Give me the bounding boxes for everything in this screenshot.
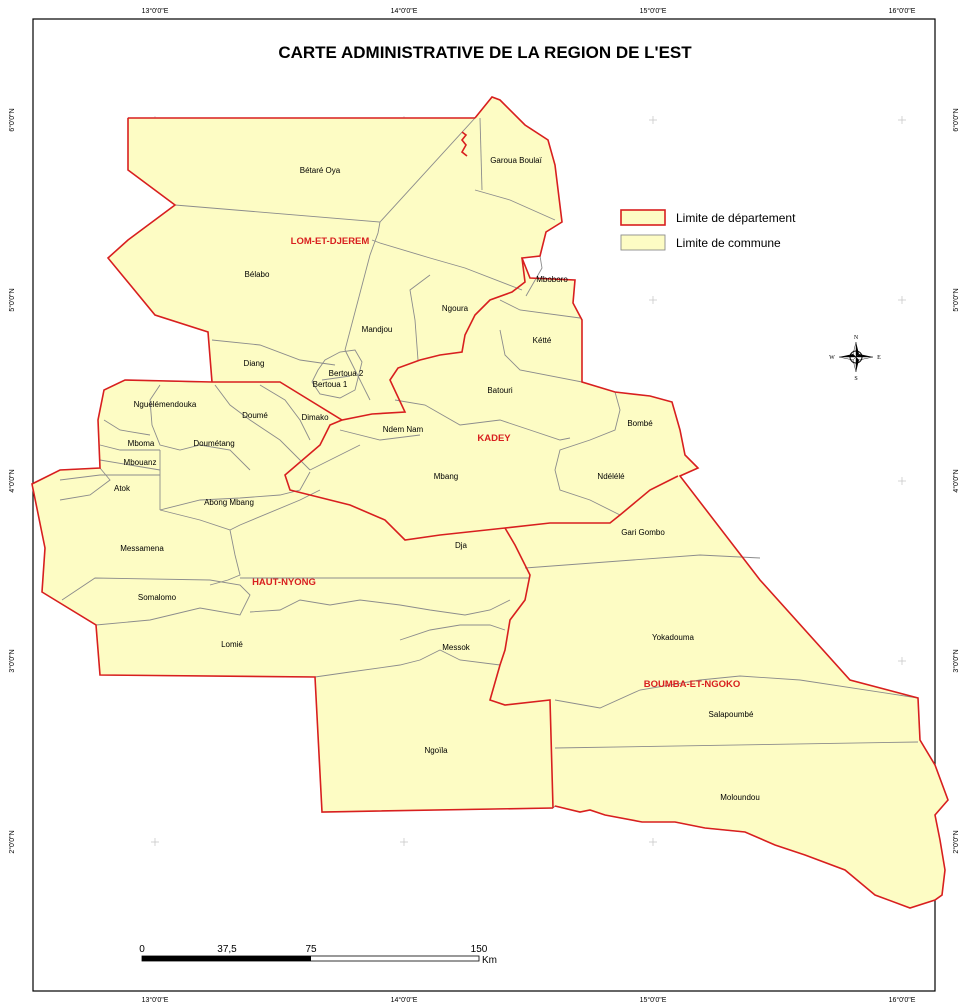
commune-label: Garoua Boulaï [490, 156, 542, 165]
compass-s: S [854, 376, 857, 382]
scale-tick-75: 75 [305, 944, 317, 955]
lat-label-right-3: 3°0'0"N [952, 649, 960, 672]
legend-swatch-commune [620, 234, 666, 251]
commune-label: Lomié [221, 640, 243, 649]
legend-label-commune: Limite de commune [676, 236, 781, 250]
lat-label-left-5: 5°0'0"N [8, 288, 16, 311]
commune-label: Bétaré Oya [300, 166, 341, 175]
commune-label: Mbouanz [124, 458, 157, 467]
commune-label: Bertoua 1 [313, 380, 348, 389]
dept-label-kadey: KADEY [477, 433, 511, 444]
commune-label: Bombé [627, 419, 653, 428]
legend-swatch-department [620, 209, 666, 226]
commune-label: Kétté [533, 336, 552, 345]
commune-label: Moloundou [720, 793, 760, 802]
lon-label-top-13: 13°0'0"E [142, 7, 169, 15]
commune-label: Doumétang [193, 439, 234, 448]
lon-label-top-15: 15°0'0"E [640, 7, 667, 15]
compass-w: W [829, 355, 835, 361]
commune-label: Ndem Nam [383, 425, 424, 434]
scale-unit: Km [482, 955, 497, 966]
commune-label: Ngoïla [424, 746, 448, 755]
commune-label: Messok [442, 643, 471, 652]
compass-e: E [877, 355, 881, 361]
commune-label: Ngoura [442, 304, 469, 313]
lat-label-right-5: 5°0'0"N [952, 288, 960, 311]
commune-label: Gari Gombo [621, 528, 665, 537]
commune-label: Somalomo [138, 593, 177, 602]
commune-label: Batouri [487, 386, 513, 395]
dept-label-haut-nyong: HAUT-NYONG [252, 577, 316, 588]
commune-label: Salapoumbé [709, 710, 754, 719]
commune-label: Atok [114, 484, 131, 493]
region-fill [31, 96, 949, 909]
commune-label: Mboma [128, 439, 155, 448]
commune-label: Bélabo [245, 270, 270, 279]
legend-label-department: Limite de département [676, 211, 796, 225]
lat-label-right-6: 6°0'0"N [952, 108, 960, 131]
compass-n: N [854, 335, 859, 341]
lon-label-bottom-15: 15°0'0"E [640, 996, 667, 1004]
lon-label-bottom-14: 14°0'0"E [391, 996, 418, 1004]
dept-label-boumba-et-ngoko: BOUMBA-ET-NGOKO [644, 679, 741, 690]
commune-label: Abong Mbang [204, 498, 254, 507]
commune-label: Nguélémendouka [134, 400, 197, 409]
north-arrow-icon: N S E W [829, 335, 881, 382]
lat-label-left-6: 6°0'0"N [8, 108, 16, 131]
commune-label: Yokadouma [652, 633, 695, 642]
lon-label-bottom-16: 16°0'0"E [889, 996, 916, 1004]
lon-label-top-14: 14°0'0"E [391, 7, 418, 15]
legend: Limite de département Limite de commune [620, 209, 796, 251]
commune-label: Mandjou [362, 325, 393, 334]
commune-label: Doumé [242, 411, 268, 420]
scale-tick-150: 150 [471, 944, 488, 955]
lat-label-left-2: 2°0'0"N [8, 830, 16, 853]
commune-label: Mboboro [536, 275, 568, 284]
map-frame [32, 18, 936, 992]
commune-labels: Bétaré Oya Garoua Boulaï Bélabo Mboboro … [114, 156, 760, 802]
commune-label: Diang [244, 359, 265, 368]
lat-label-right-2: 2°0'0"N [952, 830, 960, 853]
dept-label-lom-et-djerem: LOM-ET-DJEREM [291, 236, 370, 247]
lat-label-left-3: 3°0'0"N [8, 649, 16, 672]
commune-label: Ndélélé [597, 472, 625, 481]
scale-bar: 0 37,5 75 150 Km [139, 944, 497, 966]
scale-tick-37-5: 37,5 [217, 944, 237, 955]
commune-label: Messamena [120, 544, 164, 553]
department-boundaries [31, 96, 949, 909]
commune-label: Bertoua 2 [329, 369, 364, 378]
lon-label-bottom-13: 13°0'0"E [142, 996, 169, 1004]
map-title: CARTE ADMINISTRATIVE DE LA REGION DE L'E… [278, 43, 692, 62]
scale-tick-0: 0 [139, 944, 145, 955]
commune-label: Dimako [301, 413, 329, 422]
commune-label: Mbang [434, 472, 458, 481]
lon-label-top-16: 16°0'0"E [889, 7, 916, 15]
lat-label-right-4: 4°0'0"N [952, 469, 960, 492]
lat-label-left-4: 4°0'0"N [8, 469, 16, 492]
commune-label: Dja [455, 541, 468, 550]
